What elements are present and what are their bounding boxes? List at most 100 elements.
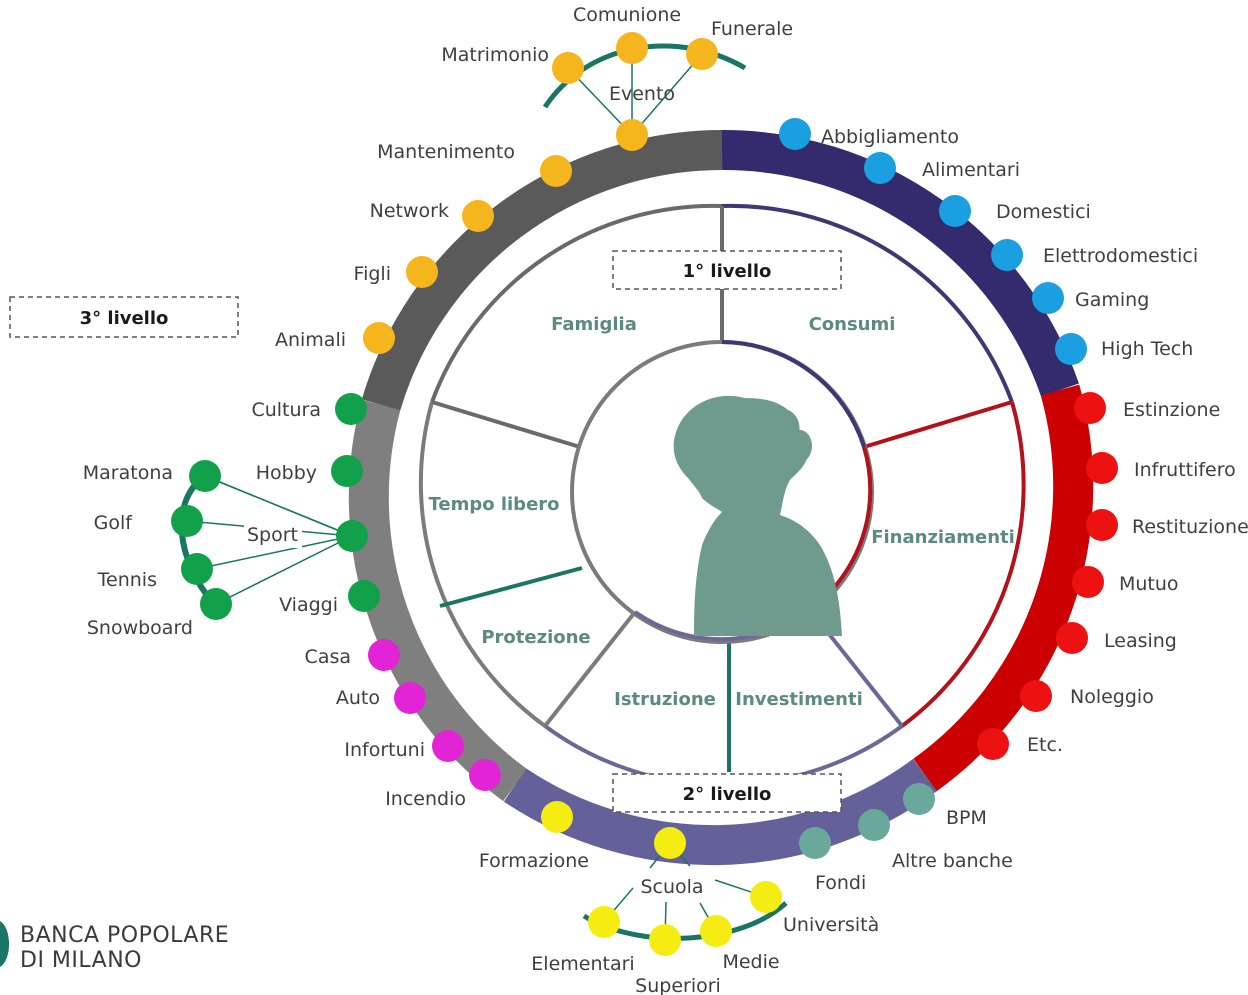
dot-fondi [799,827,831,859]
label-network: Network [370,200,449,222]
label-matrimonio: Matrimonio [441,44,549,66]
dot-infortuni [432,730,464,762]
label-bpm: BPM [946,807,987,829]
label-infruttifero: Infruttifero [1134,459,1236,481]
dot-bpm [903,783,935,815]
dot-superiori [649,924,681,956]
dot-golf [171,505,203,537]
dot-network [462,200,494,232]
dot-domestici [939,195,971,227]
dot-mutuo [1072,566,1104,598]
dot-cultura [335,393,367,425]
ring-segment-famiglia [361,130,723,411]
label-estinzione: Estinzione [1123,399,1220,421]
label-gaming: Gaming [1075,289,1149,311]
label-hobby: Hobby [256,462,317,484]
brand-line-1: BANCA POPOLARE [20,923,229,948]
dot-leasing [1056,622,1088,654]
label-casa: Casa [305,646,351,668]
dot-estinzione [1074,392,1106,424]
label-mantenimento: Mantenimento [377,141,515,163]
dot-maratona [189,460,221,492]
dot-elettrodomestici [991,239,1023,271]
dot-auto [394,682,426,714]
label-noleggio: Noleggio [1070,686,1154,708]
segment-label-investimenti: Investimenti [735,689,863,710]
inner-arc-finanziamenti [900,401,1026,728]
label-auto: Auto [336,687,380,709]
level-3-label: 3° livello [80,308,169,329]
inner-arc-tempo [418,401,547,728]
label-abbigliamento: Abbigliamento [821,126,959,148]
label-golf: Golf [94,512,134,534]
dot-gaming [1032,282,1064,314]
spoke-istruzione-left [543,610,637,728]
segment-label-consumi: Consumi [809,314,896,335]
dot-incendio [469,759,501,791]
dot-figli [406,256,438,288]
dot-scuola [654,827,686,859]
brand-line-2: DI MILANO [20,948,142,973]
segment-label-finanziamenti: Finanziamenti [871,527,1015,548]
label-domestici: Domestici [996,201,1091,223]
ring-segment-consumi [721,129,1079,397]
label-elementari: Elementari [531,953,634,975]
person-silhouette-icon [673,395,842,636]
spoke-protezione [439,566,583,608]
dot-elementari [588,906,620,938]
dot-evento [616,119,648,151]
label-evento: Evento [609,83,675,105]
label-maratona: Maratona [83,462,173,484]
label-medie: Medie [722,951,779,973]
label-high-tech: High Tech [1101,338,1193,360]
label-elettrodomestici: Elettrodomestici [1043,245,1198,267]
dot-viaggi [348,580,380,612]
label-scuola: Scuola [640,876,703,898]
dot-snowboard [200,588,232,620]
label-animali: Animali [275,329,346,351]
label-tennis: Tennis [97,569,157,591]
outer-ring [348,129,1094,866]
label-altre-banche: Altre banche [892,850,1013,872]
dot-matrimonio [552,52,584,84]
dot-abbigliamento [779,118,811,150]
label-incendio: Incendio [385,788,466,810]
dot-comunione [616,32,648,64]
label-restituzione: Restituzione [1132,516,1248,538]
label-funerale: Funerale [711,18,793,40]
dots [171,32,1118,956]
label-viaggi: Viaggi [279,594,338,616]
label-infortuni: Infortuni [344,739,425,761]
dot-medie [700,915,732,947]
label-alimentari: Alimentari [922,159,1020,181]
bank-logo: BANCA POPOLARE DI MILANO [0,921,229,973]
label-superiori: Superiori [635,975,721,995]
label-sport: Sport [247,524,298,546]
dot-infruttifero [1086,452,1118,484]
center-arc-top-purple [721,340,866,448]
label-formazione: Formazione [479,850,589,872]
level-2-box: 2° livello [612,773,842,813]
dot-hobby [331,455,363,487]
segment-label-protezione: Protezione [481,627,590,648]
sport-cluster: Sport Maratona Golf Tennis Snowboard [83,462,353,639]
dot-formazione [541,801,573,833]
ring-segment-tempo-libero-protezione [348,399,527,802]
label-figli: Figli [354,263,391,285]
dot-etc [977,728,1009,760]
dot-casa [368,639,400,671]
dot-funerale [686,38,718,70]
label-cultura: Cultura [251,399,321,421]
segment-label-famiglia: Famiglia [551,314,637,335]
level-1-label: 1° livello [683,261,772,282]
dot-tennis [181,553,213,585]
label-comunione: Comunione [573,4,681,26]
dot-alimentari [864,152,896,184]
label-etc: Etc. [1027,734,1063,756]
dot-mantenimento [540,155,572,187]
label-leasing: Leasing [1104,630,1177,652]
segment-label-tempo-libero: Tempo libero [428,494,559,515]
dot-sport [336,520,368,552]
spoke-consumi-finanz [863,400,1013,449]
